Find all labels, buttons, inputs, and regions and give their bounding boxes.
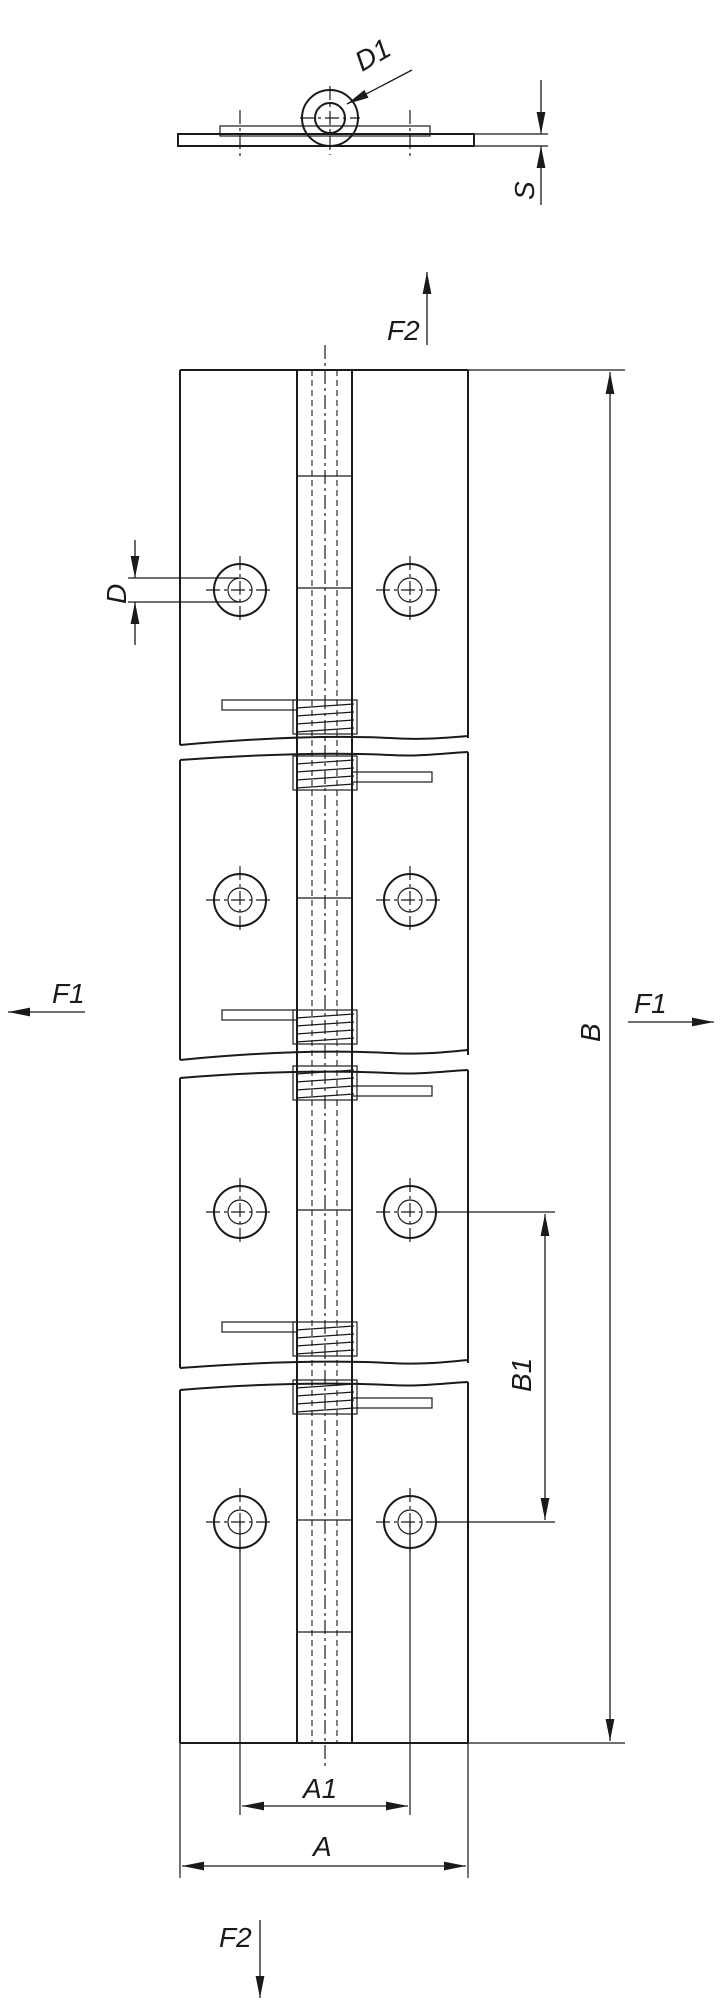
force-F2-top-label: F2 xyxy=(387,315,420,346)
force-F1-left: F1 xyxy=(8,978,85,1017)
dimension-B1-label: B1 xyxy=(506,1358,537,1392)
dimension-A: A xyxy=(179,1743,469,1878)
hinge-front-view xyxy=(179,345,469,1770)
force-F2-bottom-label: F2 xyxy=(219,1922,252,1953)
dimension-D: D xyxy=(101,540,240,645)
dimension-S-label: S xyxy=(509,181,540,200)
force-F2-bottom: F2 xyxy=(219,1920,265,1998)
force-F2-top: F2 xyxy=(387,272,432,346)
dimension-D1-label: D1 xyxy=(350,32,397,77)
dimension-A1-label: A1 xyxy=(301,1773,337,1804)
dimension-D-label: D xyxy=(101,584,132,604)
knuckle-joints xyxy=(296,370,353,1743)
force-F1-right: F1 xyxy=(628,988,714,1027)
dimension-B: B xyxy=(468,369,625,1744)
force-F1-right-label: F1 xyxy=(634,988,667,1019)
dimension-B-label: B xyxy=(575,1023,606,1042)
torsion-springs xyxy=(221,699,433,1415)
force-F1-left-label: F1 xyxy=(52,978,85,1009)
dimension-A1: A1 xyxy=(239,1522,411,1815)
dimension-A-label: A xyxy=(311,1831,332,1862)
dimension-B1: B1 xyxy=(436,1211,555,1523)
end-view: D1 S xyxy=(177,32,548,205)
